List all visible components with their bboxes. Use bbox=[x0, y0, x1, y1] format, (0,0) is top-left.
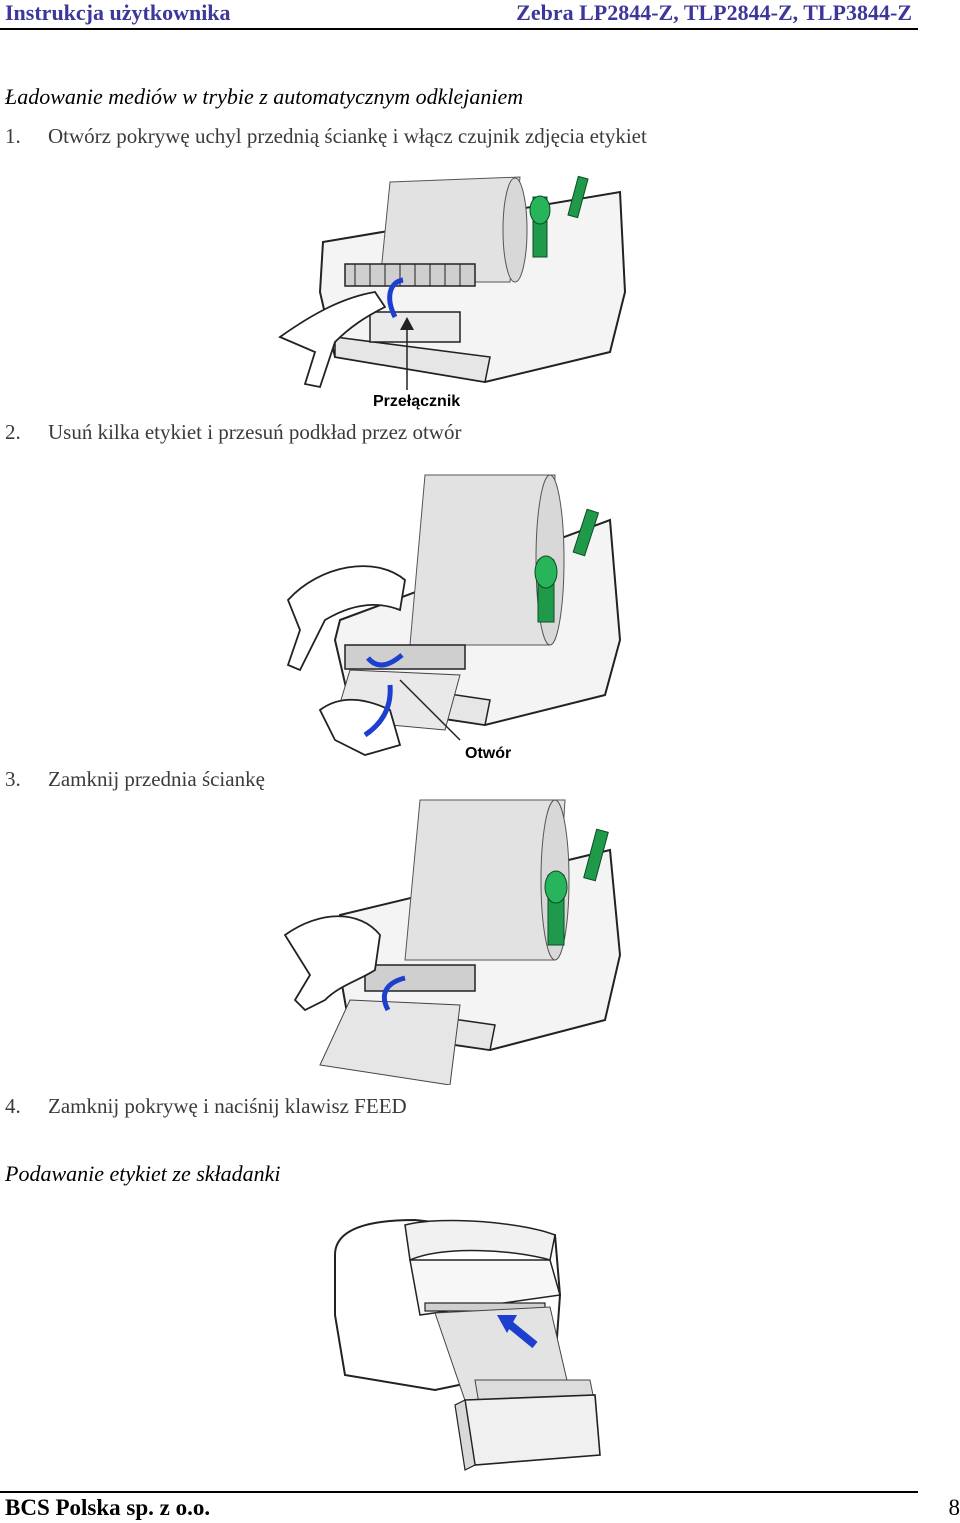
step-3: 3. Zamknij przednia ściankę bbox=[5, 767, 265, 792]
figure-fanfold-feed bbox=[334, 1218, 601, 1471]
header-model: Zebra LP2844-Z, TLP2844-Z, TLP3844-Z bbox=[516, 0, 912, 25]
figure-label-switch: Przełącznik bbox=[373, 393, 460, 410]
footer-company: BCS Polska sp. z o.o. bbox=[5, 1495, 211, 1520]
step-number: 3. bbox=[5, 767, 21, 791]
figure-remove-labels: Otwór bbox=[286, 474, 622, 762]
step-text: Zamknij przednia ściankę bbox=[48, 767, 265, 791]
step-number: 2. bbox=[5, 420, 21, 444]
step-number: 4. bbox=[5, 1094, 21, 1118]
figure-label-opening: Otwór bbox=[465, 745, 511, 762]
step-4: 4. Zamknij pokrywę i naciśnij klawisz FE… bbox=[5, 1094, 407, 1119]
step-text: Otwórz pokrywę uchyl przednią ściankę i … bbox=[48, 124, 647, 148]
step-text: Usuń kilka etykiet i przesuń podkład prz… bbox=[48, 420, 462, 444]
figure-close-front-panel bbox=[283, 799, 622, 1085]
step-text: Zamknij pokrywę i naciśnij klawisz FEED bbox=[48, 1094, 407, 1118]
step-2: 2. Usuń kilka etykiet i przesuń podkład … bbox=[5, 420, 461, 445]
step-1: 1. Otwórz pokrywę uchyl przednią ściankę… bbox=[5, 124, 647, 149]
footer-rule bbox=[0, 1491, 918, 1493]
section-title-peel: Ładowanie mediów w trybie z automatyczny… bbox=[5, 84, 524, 109]
section-title-fanfold: Podawanie etykiet ze składanki bbox=[5, 1161, 281, 1186]
header-title: Instrukcja użytkownika bbox=[5, 0, 231, 25]
footer-page-number: 8 bbox=[948, 1495, 960, 1520]
step-number: 1. bbox=[5, 124, 21, 148]
header-rule bbox=[0, 28, 918, 30]
figure-printer-open-sensor: Przełącznik bbox=[278, 175, 627, 410]
